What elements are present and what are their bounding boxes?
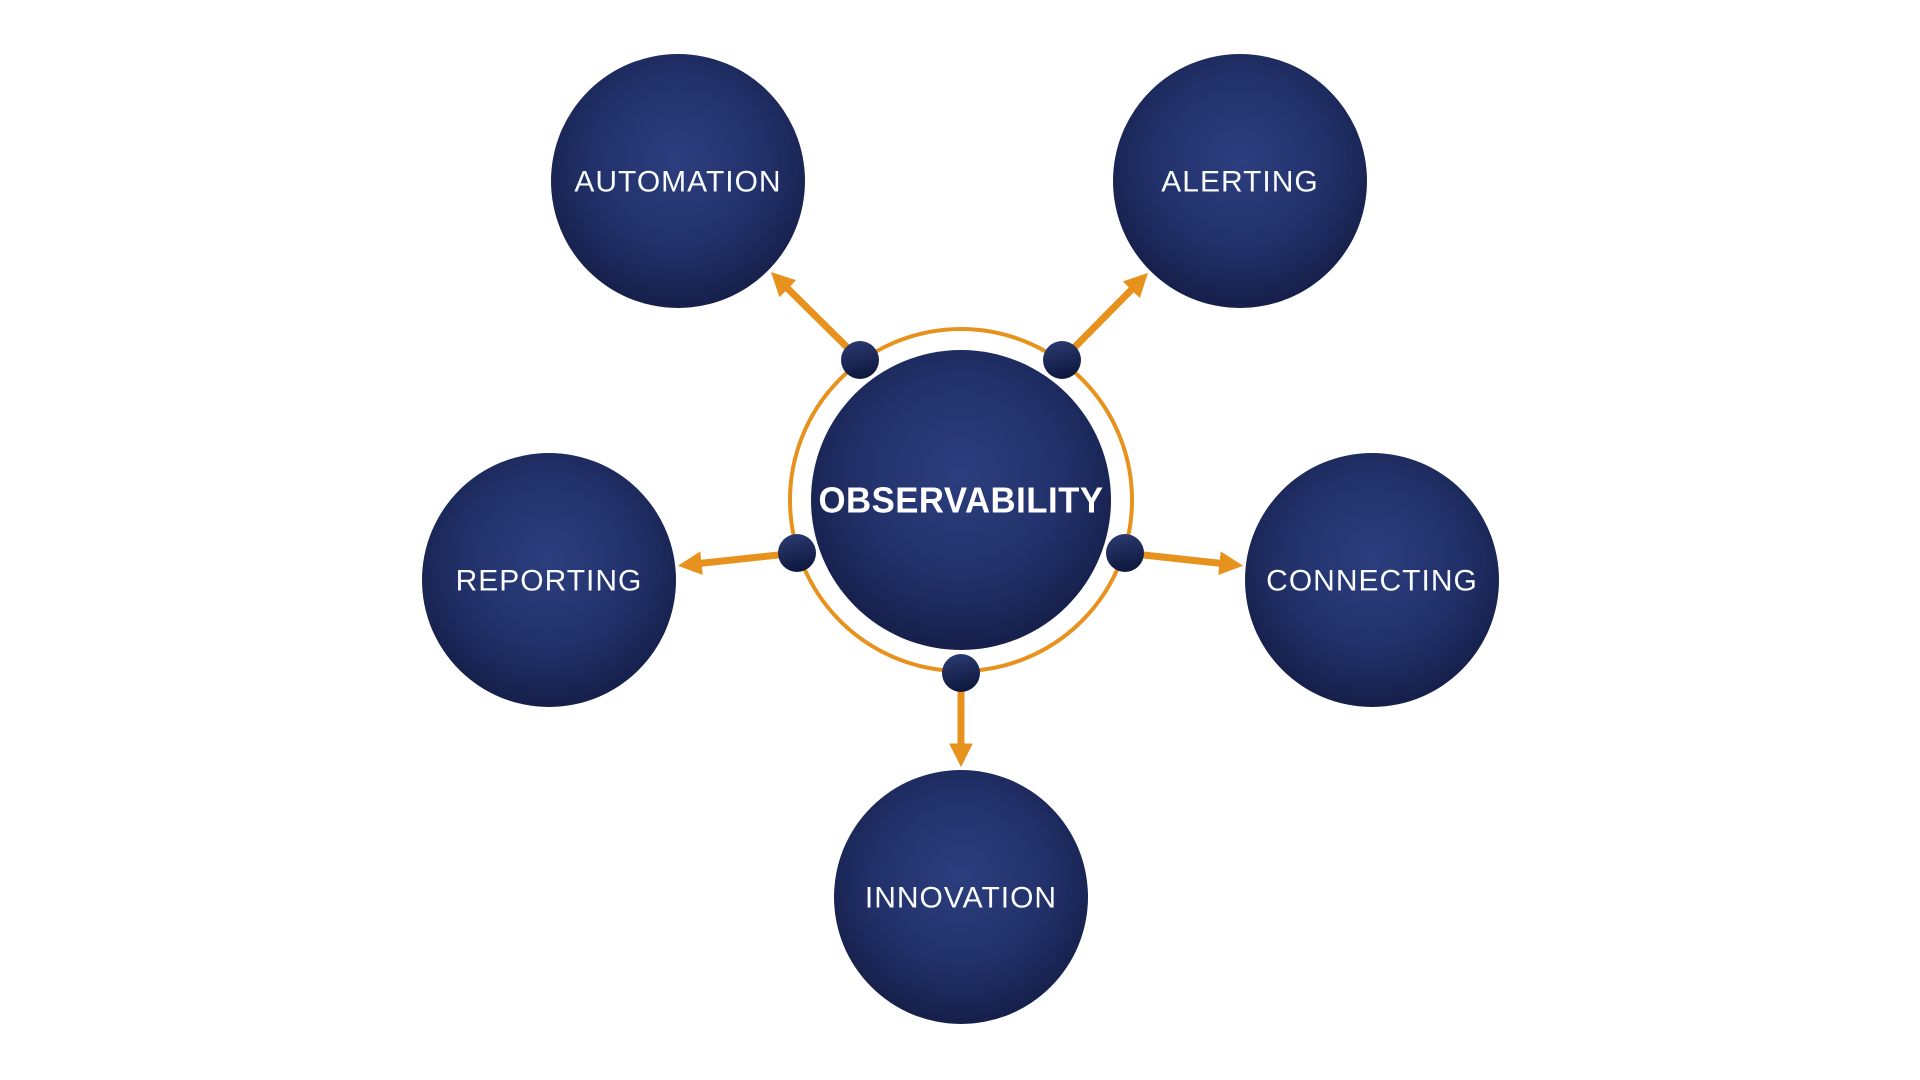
node-reporting-circle (422, 453, 676, 707)
node-alerting: ALERTING (1113, 54, 1367, 308)
orbit-dot-alerting (1043, 341, 1081, 379)
node-innovation: INNOVATION (834, 770, 1088, 1024)
connector-automation (770, 271, 863, 363)
orbit-dot-connecting (1106, 534, 1144, 572)
node-automation-label: AUTOMATION (574, 166, 781, 199)
connector-alerting (1059, 272, 1149, 363)
orbit-dot-automation (841, 341, 879, 379)
orbit-dot-innovation (942, 654, 980, 692)
node-connecting-circle (1245, 453, 1499, 707)
node-alerting-circle (1113, 54, 1367, 308)
hub-observability: OBSERVABILITY (811, 350, 1111, 650)
node-connecting: CONNECTING (1245, 453, 1499, 707)
node-reporting-label: REPORTING (456, 565, 643, 598)
orbit-dot-reporting (778, 534, 816, 572)
node-connecting-label: CONNECTING (1266, 565, 1478, 598)
node-reporting: REPORTING (422, 453, 676, 707)
node-alerting-label: ALERTING (1161, 166, 1319, 199)
node-automation: AUTOMATION (551, 54, 805, 308)
hub-label: OBSERVABILITY (819, 480, 1104, 521)
node-innovation-circle (834, 770, 1088, 1024)
node-automation-circle (551, 54, 805, 308)
hub-circle (811, 350, 1111, 650)
node-innovation-label: INNOVATION (865, 882, 1057, 915)
